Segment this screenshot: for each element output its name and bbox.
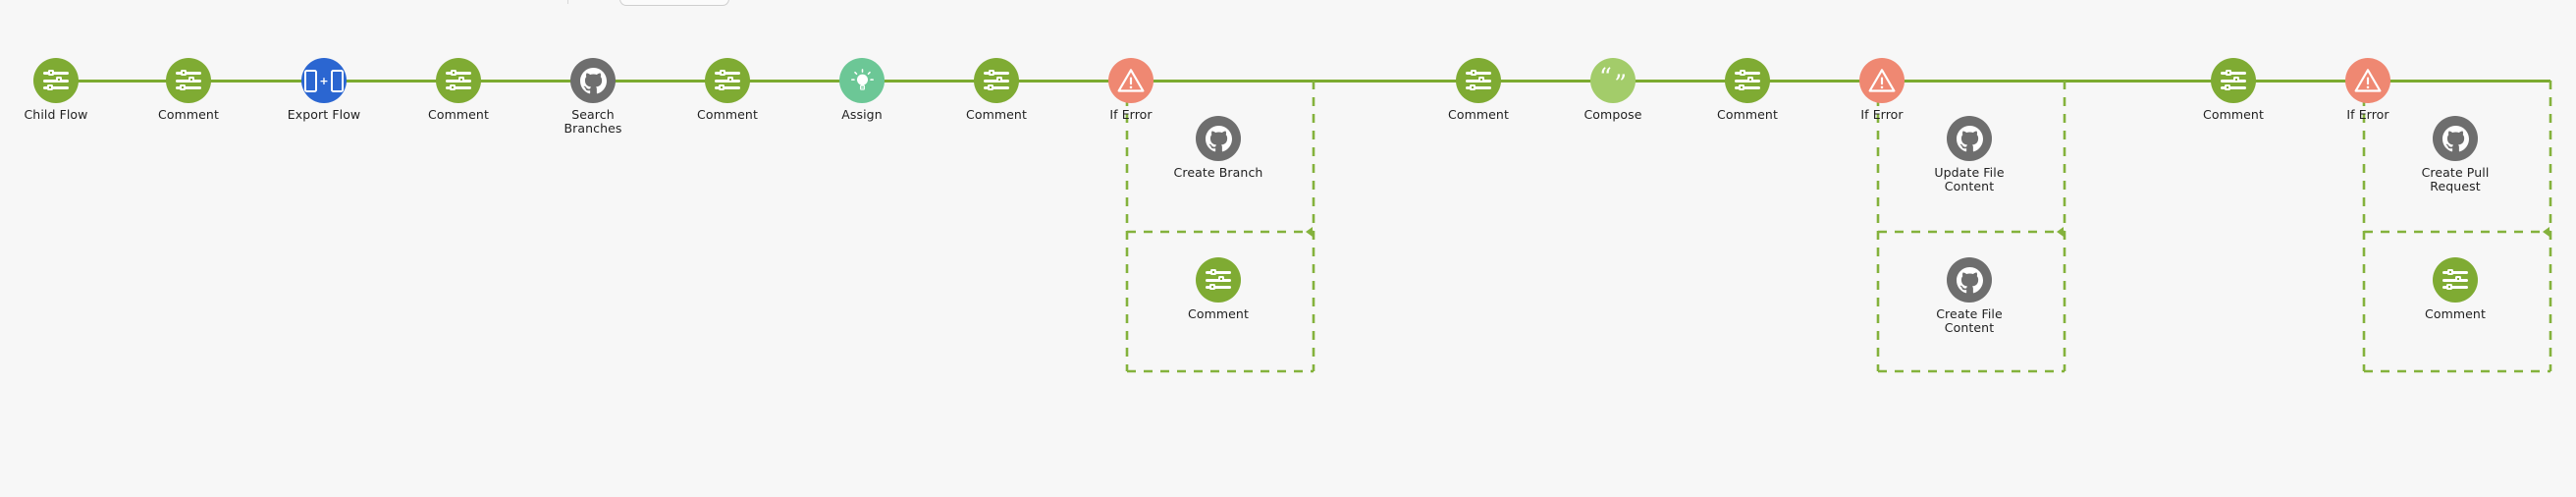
main-flow-line [56, 80, 2550, 83]
node-label: Comment [428, 107, 489, 122]
node-circle[interactable] [839, 58, 885, 103]
node-create-pull-request[interactable]: Create Pull Request [2397, 116, 2513, 194]
node-circle[interactable] [2345, 58, 2390, 103]
quote-icon: “” [1599, 63, 1627, 98]
node-comment[interactable]: Comment [1433, 58, 1524, 122]
sliders-icon [446, 69, 471, 90]
node-label: Assign [841, 107, 883, 122]
node-label: Comment [697, 107, 758, 122]
sliders-icon [1735, 69, 1760, 90]
node-circle[interactable] [1947, 257, 1992, 303]
node-label: Comment [966, 107, 1027, 122]
node-circle[interactable] [436, 58, 481, 103]
node-label: Compose [1583, 107, 1642, 122]
node-comment[interactable]: Comment [1702, 58, 1793, 122]
sliders-icon [43, 69, 69, 90]
node-circle[interactable]: + [301, 58, 347, 103]
node-circle[interactable] [1859, 58, 1905, 103]
node-label: Create File Content [1936, 306, 2003, 336]
node-circle[interactable] [1947, 116, 1992, 161]
warning-icon [2354, 69, 2382, 92]
lightbulb-icon [850, 68, 874, 90]
sliders-icon [176, 69, 201, 90]
node-circle[interactable] [705, 58, 750, 103]
node-search-branches[interactable]: Search Branches [535, 58, 651, 137]
github-icon [1205, 125, 1232, 151]
node-label: Create Branch [1173, 165, 1263, 180]
github-icon [2442, 125, 2469, 151]
toolbar-divider-partial [567, 0, 568, 4]
node-child-flow[interactable]: Child Flow [11, 58, 101, 122]
sliders-icon [1466, 69, 1491, 90]
sliders-icon [2221, 69, 2246, 90]
github-icon [1956, 125, 1983, 151]
node-circle[interactable] [166, 58, 211, 103]
node-create-branch[interactable]: Create Branch [1173, 116, 1263, 180]
node-circle[interactable] [1196, 257, 1241, 303]
node-label: Comment [2203, 107, 2264, 122]
node-circle[interactable] [1196, 116, 1241, 161]
export-icon: + [304, 69, 344, 92]
node-circle[interactable] [2211, 58, 2256, 103]
node-label: Comment [1448, 107, 1509, 122]
node-export-flow[interactable]: + Export Flow [279, 58, 369, 122]
node-label: Export Flow [287, 107, 361, 122]
node-circle[interactable] [1108, 58, 1154, 103]
node-label: Create Pull Request [2421, 165, 2490, 194]
sliders-icon [2442, 268, 2468, 290]
node-assign[interactable]: Assign [817, 58, 907, 122]
node-label: Comment [158, 107, 219, 122]
node-if-error[interactable]: If Error [1837, 58, 1927, 122]
node-if-error[interactable]: If Error [1086, 58, 1176, 122]
node-comment[interactable]: Comment [2410, 257, 2500, 321]
node-circle[interactable]: “” [1590, 58, 1636, 103]
sliders-icon [715, 69, 740, 90]
node-comment[interactable]: Comment [2188, 58, 2279, 122]
node-create-file-content[interactable]: Create File Content [1911, 257, 2027, 336]
node-comment[interactable]: Comment [143, 58, 234, 122]
node-circle[interactable] [570, 58, 616, 103]
node-circle[interactable] [33, 58, 79, 103]
node-comment[interactable]: Comment [682, 58, 773, 122]
warning-icon [1868, 69, 1896, 92]
node-comment[interactable]: Comment [1173, 257, 1263, 321]
node-circle[interactable] [1456, 58, 1501, 103]
node-circle[interactable] [2433, 116, 2478, 161]
node-comment[interactable]: Comment [413, 58, 504, 122]
node-label: Comment [1717, 107, 1778, 122]
toolbar-pill-partial[interactable] [619, 0, 729, 6]
node-label: Comment [2425, 306, 2486, 321]
node-label: If Error [2346, 107, 2389, 122]
node-label: Child Flow [24, 107, 88, 122]
node-comment[interactable]: Comment [951, 58, 1042, 122]
node-update-file-content[interactable]: Update File Content [1911, 116, 2027, 194]
node-label: If Error [1860, 107, 1904, 122]
node-circle[interactable] [2433, 257, 2478, 303]
sliders-icon [1206, 268, 1231, 290]
github-icon [1956, 266, 1983, 293]
node-label: Search Branches [564, 107, 622, 137]
warning-icon [1117, 69, 1145, 92]
node-label: Update File Content [1934, 165, 2005, 194]
node-if-error[interactable]: If Error [2323, 58, 2413, 122]
node-compose[interactable]: “” Compose [1568, 58, 1658, 122]
node-label: Comment [1188, 306, 1249, 321]
node-circle[interactable] [974, 58, 1019, 103]
node-label: If Error [1109, 107, 1153, 122]
node-circle[interactable] [1725, 58, 1770, 103]
github-icon [579, 67, 607, 93]
sliders-icon [984, 69, 1009, 90]
